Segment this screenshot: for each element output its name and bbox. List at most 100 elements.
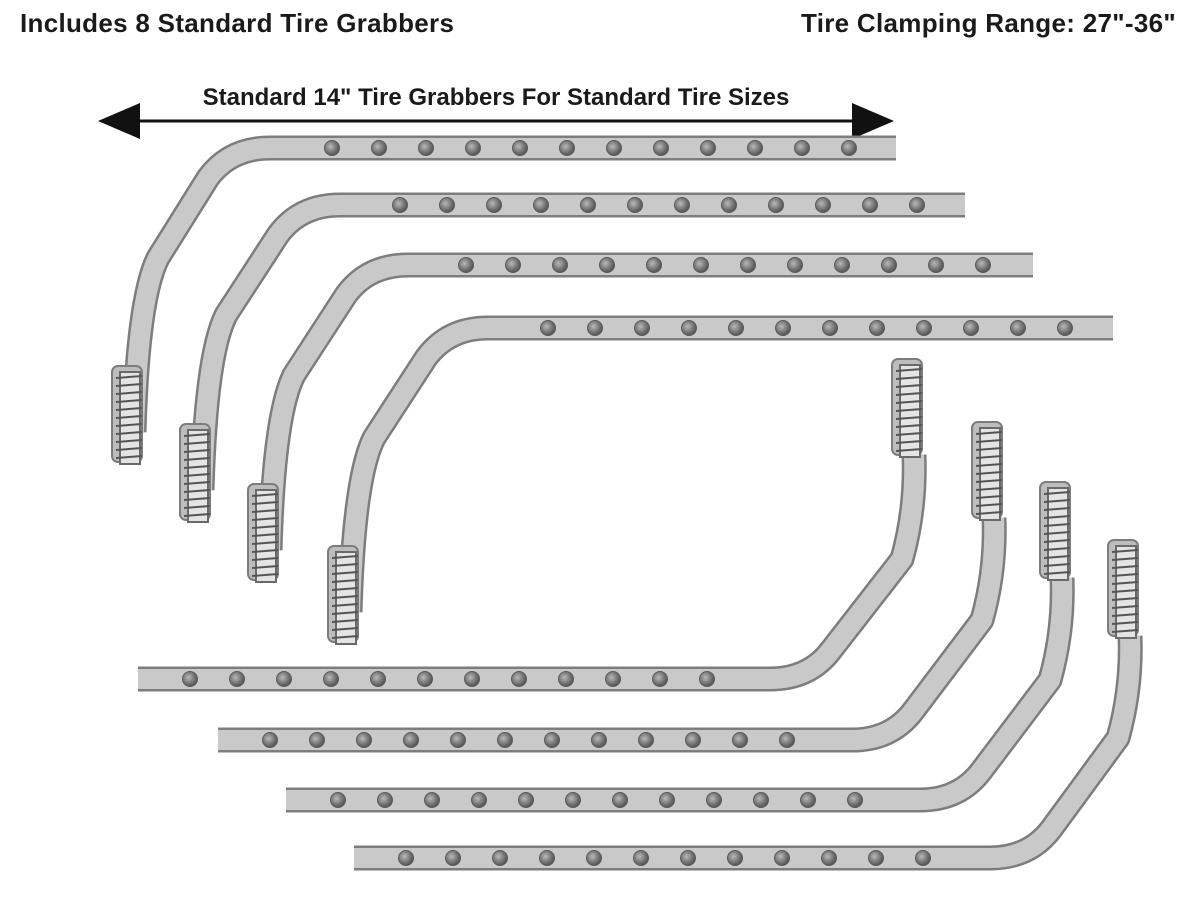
bar-hole xyxy=(652,671,668,687)
bar-hole xyxy=(774,850,790,866)
bar-hole xyxy=(612,792,628,808)
bar-hole xyxy=(659,792,675,808)
bar-hole xyxy=(963,320,979,336)
bar-hole xyxy=(653,140,669,156)
bar-hole xyxy=(377,792,393,808)
bar-hole xyxy=(815,197,831,213)
bar-hole xyxy=(728,320,744,336)
bar-hole xyxy=(465,140,481,156)
bar-hole xyxy=(975,257,991,273)
bar-hole xyxy=(544,732,560,748)
bar-hole xyxy=(681,320,697,336)
clamp-pad xyxy=(971,421,1003,521)
clamp-pad xyxy=(179,423,211,523)
bar-hole xyxy=(909,197,925,213)
bar-hole xyxy=(559,140,575,156)
bar-hole xyxy=(398,850,414,866)
grabber-arm xyxy=(354,635,1141,868)
bar-hole xyxy=(680,850,696,866)
bar-hole xyxy=(821,850,837,866)
bar-hole xyxy=(486,197,502,213)
bar-hole xyxy=(518,792,534,808)
bar-hole xyxy=(445,850,461,866)
bar-hole xyxy=(638,732,654,748)
clamp-pad xyxy=(247,483,279,583)
bar-hole xyxy=(424,792,440,808)
bar-hole xyxy=(721,197,737,213)
bar-hole xyxy=(464,671,480,687)
bar-hole xyxy=(497,732,513,748)
bar-hole xyxy=(262,732,278,748)
bar-hole xyxy=(834,257,850,273)
bar-hole xyxy=(309,732,325,748)
bar-hole xyxy=(916,320,932,336)
tire-grabbers-group xyxy=(111,135,1143,871)
bar-hole xyxy=(324,140,340,156)
bar-hole xyxy=(727,850,743,866)
bar-hole xyxy=(753,792,769,808)
bar-hole xyxy=(591,732,607,748)
bar-hole xyxy=(787,257,803,273)
bar-hole xyxy=(471,792,487,808)
bar-hole xyxy=(356,732,372,748)
bar-hole xyxy=(450,732,466,748)
bar-hole xyxy=(403,732,419,748)
bar-hole xyxy=(685,732,701,748)
bar-hole xyxy=(881,257,897,273)
bar-hole xyxy=(606,140,622,156)
bar-hole xyxy=(768,197,784,213)
bar-hole xyxy=(229,671,245,687)
bar-hole xyxy=(1057,320,1073,336)
clamping-range-caption: Tire Clamping Range: 27"-36" xyxy=(800,8,1176,38)
bar-hole xyxy=(794,140,810,156)
bar-hole xyxy=(747,140,763,156)
bar-hole xyxy=(605,671,621,687)
bar-hole xyxy=(627,197,643,213)
clamp-pad xyxy=(111,365,143,465)
bar-hole xyxy=(540,320,556,336)
bar-hole xyxy=(674,197,690,213)
bar-hole xyxy=(417,671,433,687)
bar-hole xyxy=(800,792,816,808)
bar-hole xyxy=(706,792,722,808)
clamp-pad xyxy=(891,358,923,458)
bar-hole xyxy=(587,320,603,336)
clamp-pad xyxy=(327,545,359,645)
bar-hole xyxy=(458,257,474,273)
bar-hole xyxy=(418,140,434,156)
bar-hole xyxy=(646,257,662,273)
bar-hole xyxy=(732,732,748,748)
clamp-pad xyxy=(1107,539,1139,639)
bar-hole xyxy=(869,320,885,336)
bar-hole xyxy=(323,671,339,687)
bar-hole xyxy=(599,257,615,273)
grabber-arm xyxy=(138,454,925,689)
bar-hole xyxy=(862,197,878,213)
bar-hole xyxy=(634,320,650,336)
bar-hole xyxy=(539,850,555,866)
bar-hole xyxy=(586,850,602,866)
bar-hole xyxy=(182,671,198,687)
bar-hole xyxy=(565,792,581,808)
bar-hole xyxy=(439,197,455,213)
bar-hole xyxy=(1010,320,1026,336)
bar-hole xyxy=(841,140,857,156)
bar-hole xyxy=(392,197,408,213)
bar-hole xyxy=(276,671,292,687)
bar-hole xyxy=(822,320,838,336)
bar-hole xyxy=(492,850,508,866)
bar-hole xyxy=(700,140,716,156)
bar-hole xyxy=(633,850,649,866)
bar-hole xyxy=(779,732,795,748)
bar-hole xyxy=(558,671,574,687)
bar-hole xyxy=(330,792,346,808)
bar-hole xyxy=(370,671,386,687)
bar-hole xyxy=(928,257,944,273)
bar-hole xyxy=(740,257,756,273)
grabber-arm xyxy=(286,577,1073,810)
bar-hole xyxy=(693,257,709,273)
bar-hole xyxy=(847,792,863,808)
bar-hole xyxy=(699,671,715,687)
bar-hole xyxy=(915,850,931,866)
